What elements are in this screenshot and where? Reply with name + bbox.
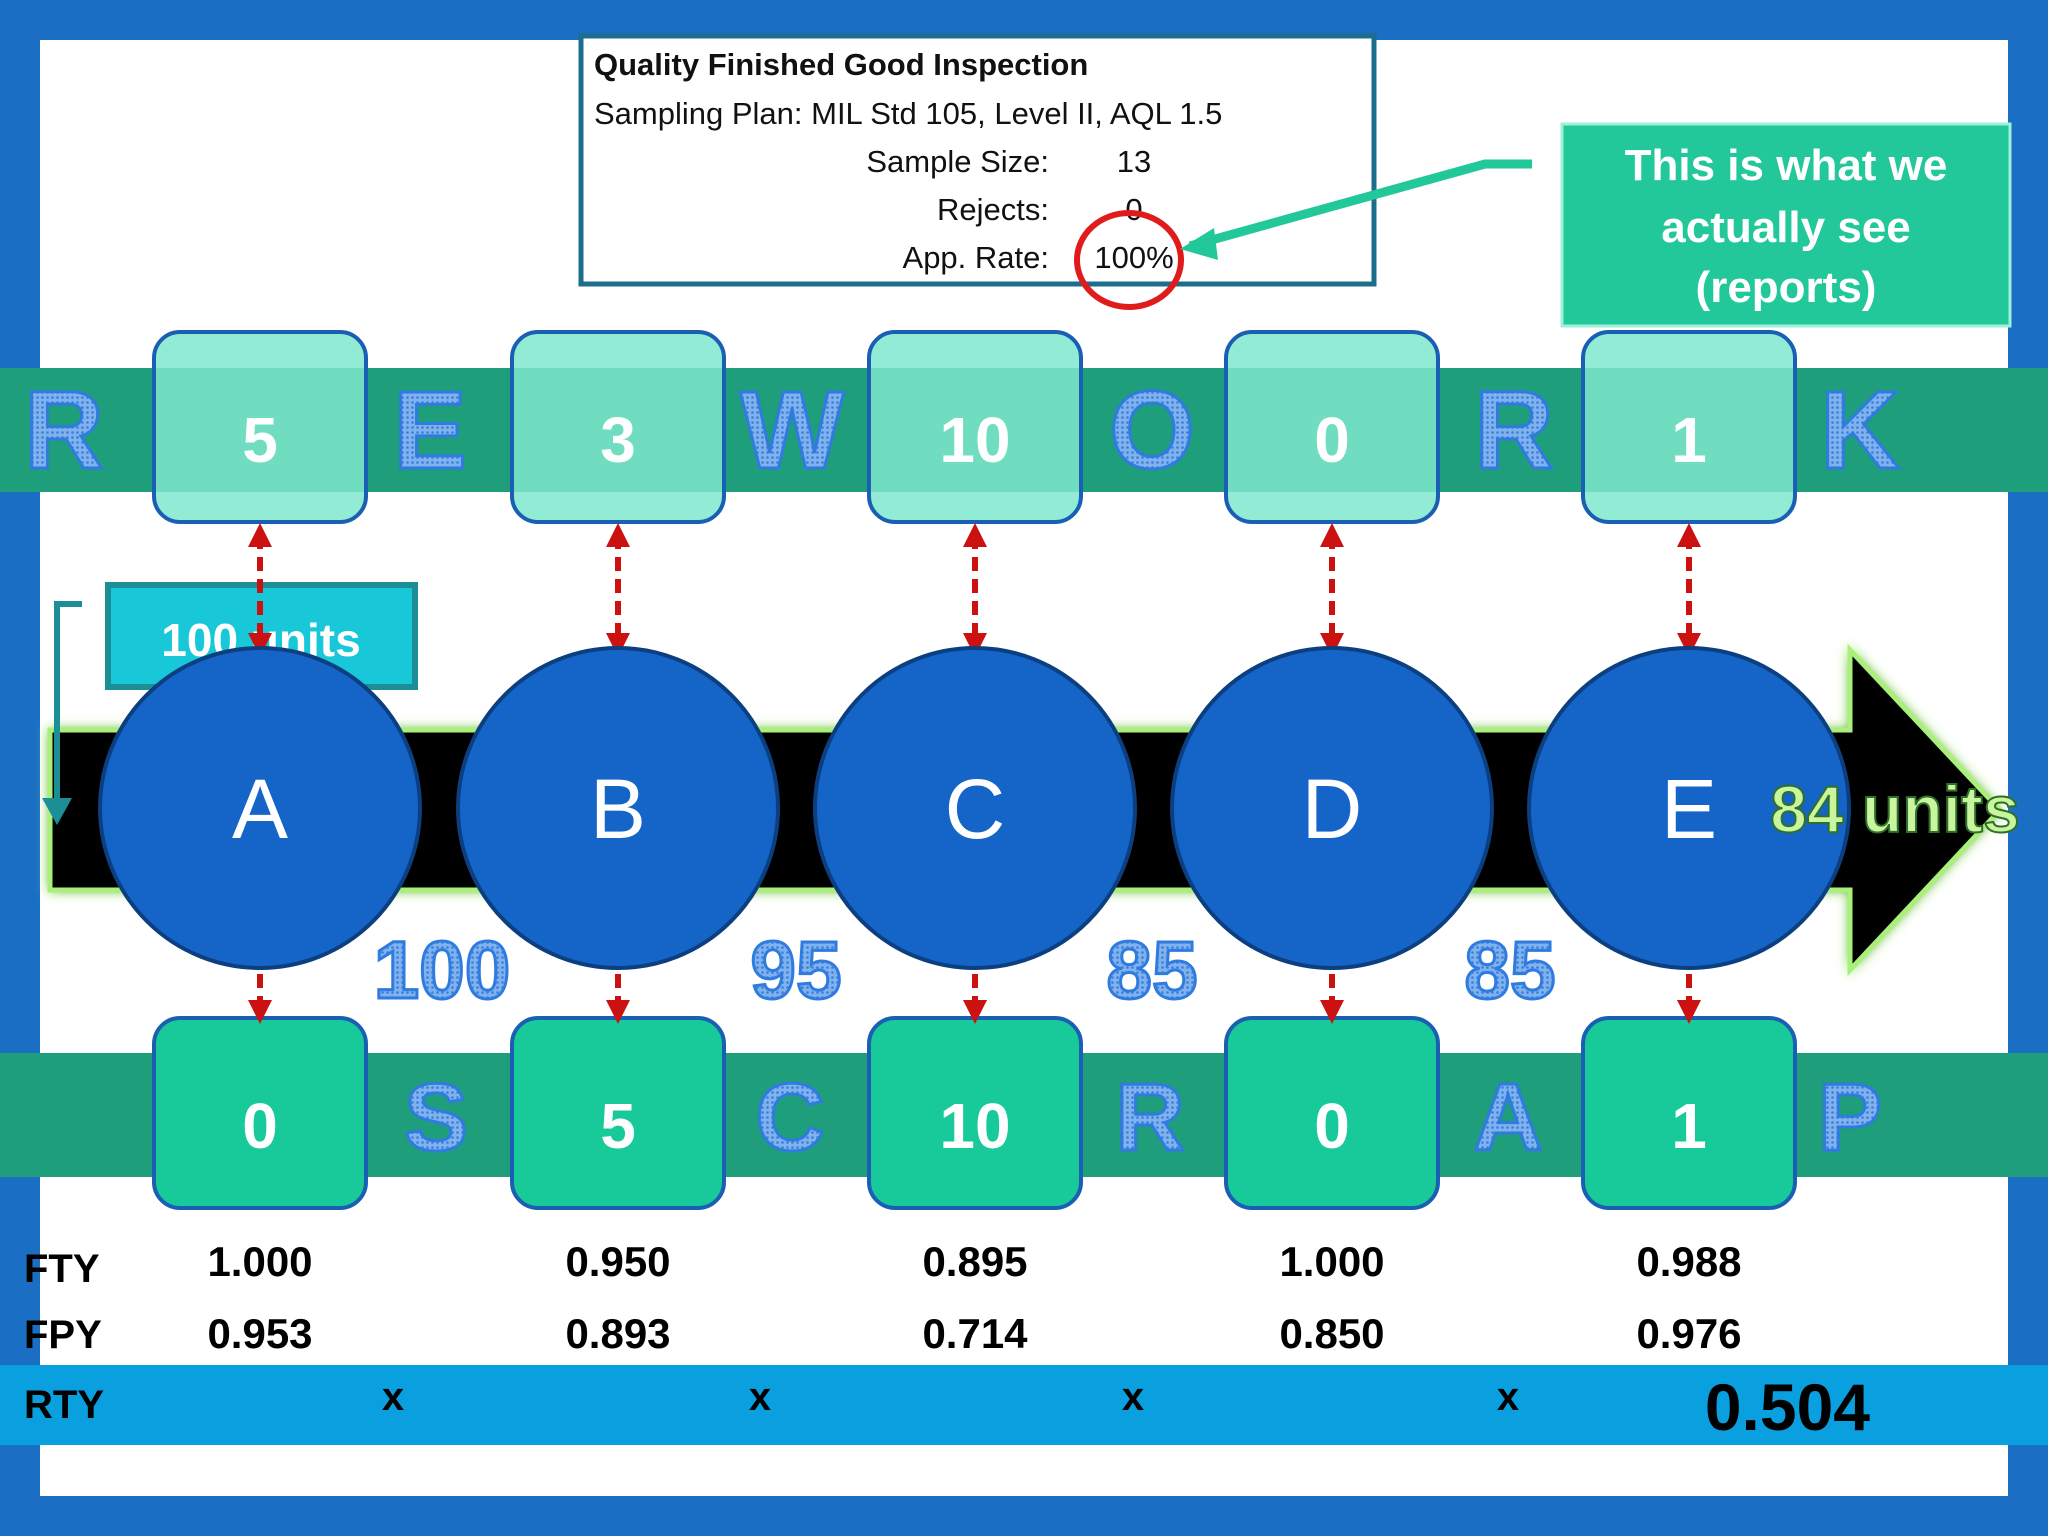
app-rate-highlight-circle — [1074, 210, 1184, 310]
rework-value: 0 — [1314, 404, 1350, 476]
process-step-circle — [1527, 646, 1851, 970]
rework-letter: R — [1474, 369, 1553, 492]
sampling-plan: Sampling Plan: MIL Std 105, Level II, AQ… — [594, 96, 1222, 131]
rty-band — [0, 1365, 2048, 1445]
input-bracket — [54, 601, 82, 808]
callout-line-3: (reports) — [1696, 263, 1877, 312]
process-step-label: A — [232, 762, 288, 856]
process-step-circle — [98, 646, 422, 970]
rework-box — [510, 330, 726, 524]
multiply-sign: x — [382, 1375, 404, 1419]
fpy-value: 0.714 — [922, 1310, 1028, 1357]
rework-value: 1 — [1671, 404, 1707, 476]
rty-label: RTY — [24, 1383, 104, 1427]
between-step-count: 85 — [1464, 925, 1555, 1016]
rty-value: 0.504 — [1705, 1370, 1870, 1444]
rework-letter: K — [1820, 369, 1899, 492]
fty-value: 0.895 — [922, 1238, 1027, 1285]
callout-box — [1560, 122, 2012, 328]
scrap-letter: A — [1473, 1064, 1542, 1171]
fpy-value: 0.976 — [1636, 1310, 1741, 1357]
fty-value: 1.000 — [1279, 1238, 1384, 1285]
scrap-value: 1 — [1671, 1090, 1707, 1162]
rework-boxes: 5 3 10 0 1 — [152, 330, 1797, 524]
callout-pointer-line — [1188, 159, 1532, 251]
fpy-value: 0.953 — [207, 1310, 312, 1357]
callout-line-2: actually see — [1661, 203, 1911, 252]
scrap-letter: C — [755, 1064, 824, 1171]
output-units-label: 84 units — [1770, 772, 2019, 846]
process-step-label: C — [945, 762, 1006, 856]
scrap-boxes: 0 5 10 0 1 — [152, 1016, 1797, 1210]
process-step-circle — [1170, 646, 1494, 970]
fty-value: 0.988 — [1636, 1238, 1741, 1285]
sample-size-label: Sample Size: — [866, 144, 1049, 179]
between-step-count: 85 — [1106, 925, 1197, 1016]
callout: This is what we actually see (reports) — [1180, 122, 2012, 328]
multiply-sign: x — [1122, 1375, 1144, 1419]
rework-box — [867, 330, 1083, 524]
scrap-value: 0 — [242, 1090, 278, 1162]
fty-label: FTY — [24, 1247, 100, 1291]
rework-box — [152, 330, 368, 524]
fty-value: 0.950 — [565, 1238, 670, 1285]
metric-values: 1.000 0.950 0.895 1.000 0.988 0.953 0.893 0.714… — [207, 1238, 1741, 1419]
rework-box — [1581, 330, 1797, 524]
app-rate-label: App. Rate: — [903, 240, 1049, 275]
rework-box — [1224, 330, 1440, 524]
between-step-count: 95 — [750, 925, 841, 1016]
fpy-label: FPY — [24, 1313, 102, 1357]
fty-value: 1.000 — [207, 1238, 312, 1285]
inspection-report-box: Quality Finished Good Inspection Samplin… — [578, 33, 1377, 310]
process-steps: A B C D E — [98, 646, 1851, 970]
scrap-letter: S — [404, 1064, 468, 1171]
callout-pointer-head — [1180, 228, 1218, 260]
rework-letter: W — [740, 369, 844, 492]
rejects-value: 0 — [1125, 192, 1142, 227]
rework-letter: E — [393, 369, 466, 492]
callout-line-1: This is what we — [1625, 141, 1948, 190]
scrap-letter: P — [1818, 1064, 1882, 1171]
between-step-count: 100 — [374, 925, 511, 1016]
fpy-value: 0.850 — [1279, 1310, 1384, 1357]
rework-value: 5 — [242, 404, 278, 476]
scrap-letter: R — [1115, 1064, 1184, 1171]
process-step-circle — [813, 646, 1137, 970]
sample-size-value: 13 — [1117, 144, 1151, 179]
fpy-value: 0.893 — [565, 1310, 670, 1357]
process-step-circle — [456, 646, 780, 970]
process-step-label: B — [590, 762, 646, 856]
multiply-sign: x — [749, 1375, 771, 1419]
inspection-title: Quality Finished Good Inspection — [594, 47, 1088, 82]
process-step-label: E — [1661, 762, 1717, 856]
multiply-sign: x — [1497, 1375, 1519, 1419]
scrap-value: 5 — [600, 1090, 636, 1162]
rework-value: 10 — [939, 404, 1010, 476]
between-step-counts: 100 95 85 85 — [372, 924, 1557, 1018]
app-rate-value: 100% — [1094, 240, 1173, 275]
input-bracket-head — [42, 798, 72, 825]
rework-letter: R — [24, 369, 103, 492]
process-step-label: D — [1302, 762, 1363, 856]
scrap-value: 0 — [1314, 1090, 1350, 1162]
rejects-label: Rejects: — [937, 192, 1049, 227]
rework-value: 3 — [600, 404, 636, 476]
scrap-value: 10 — [939, 1090, 1010, 1162]
rework-letter: O — [1109, 369, 1195, 492]
